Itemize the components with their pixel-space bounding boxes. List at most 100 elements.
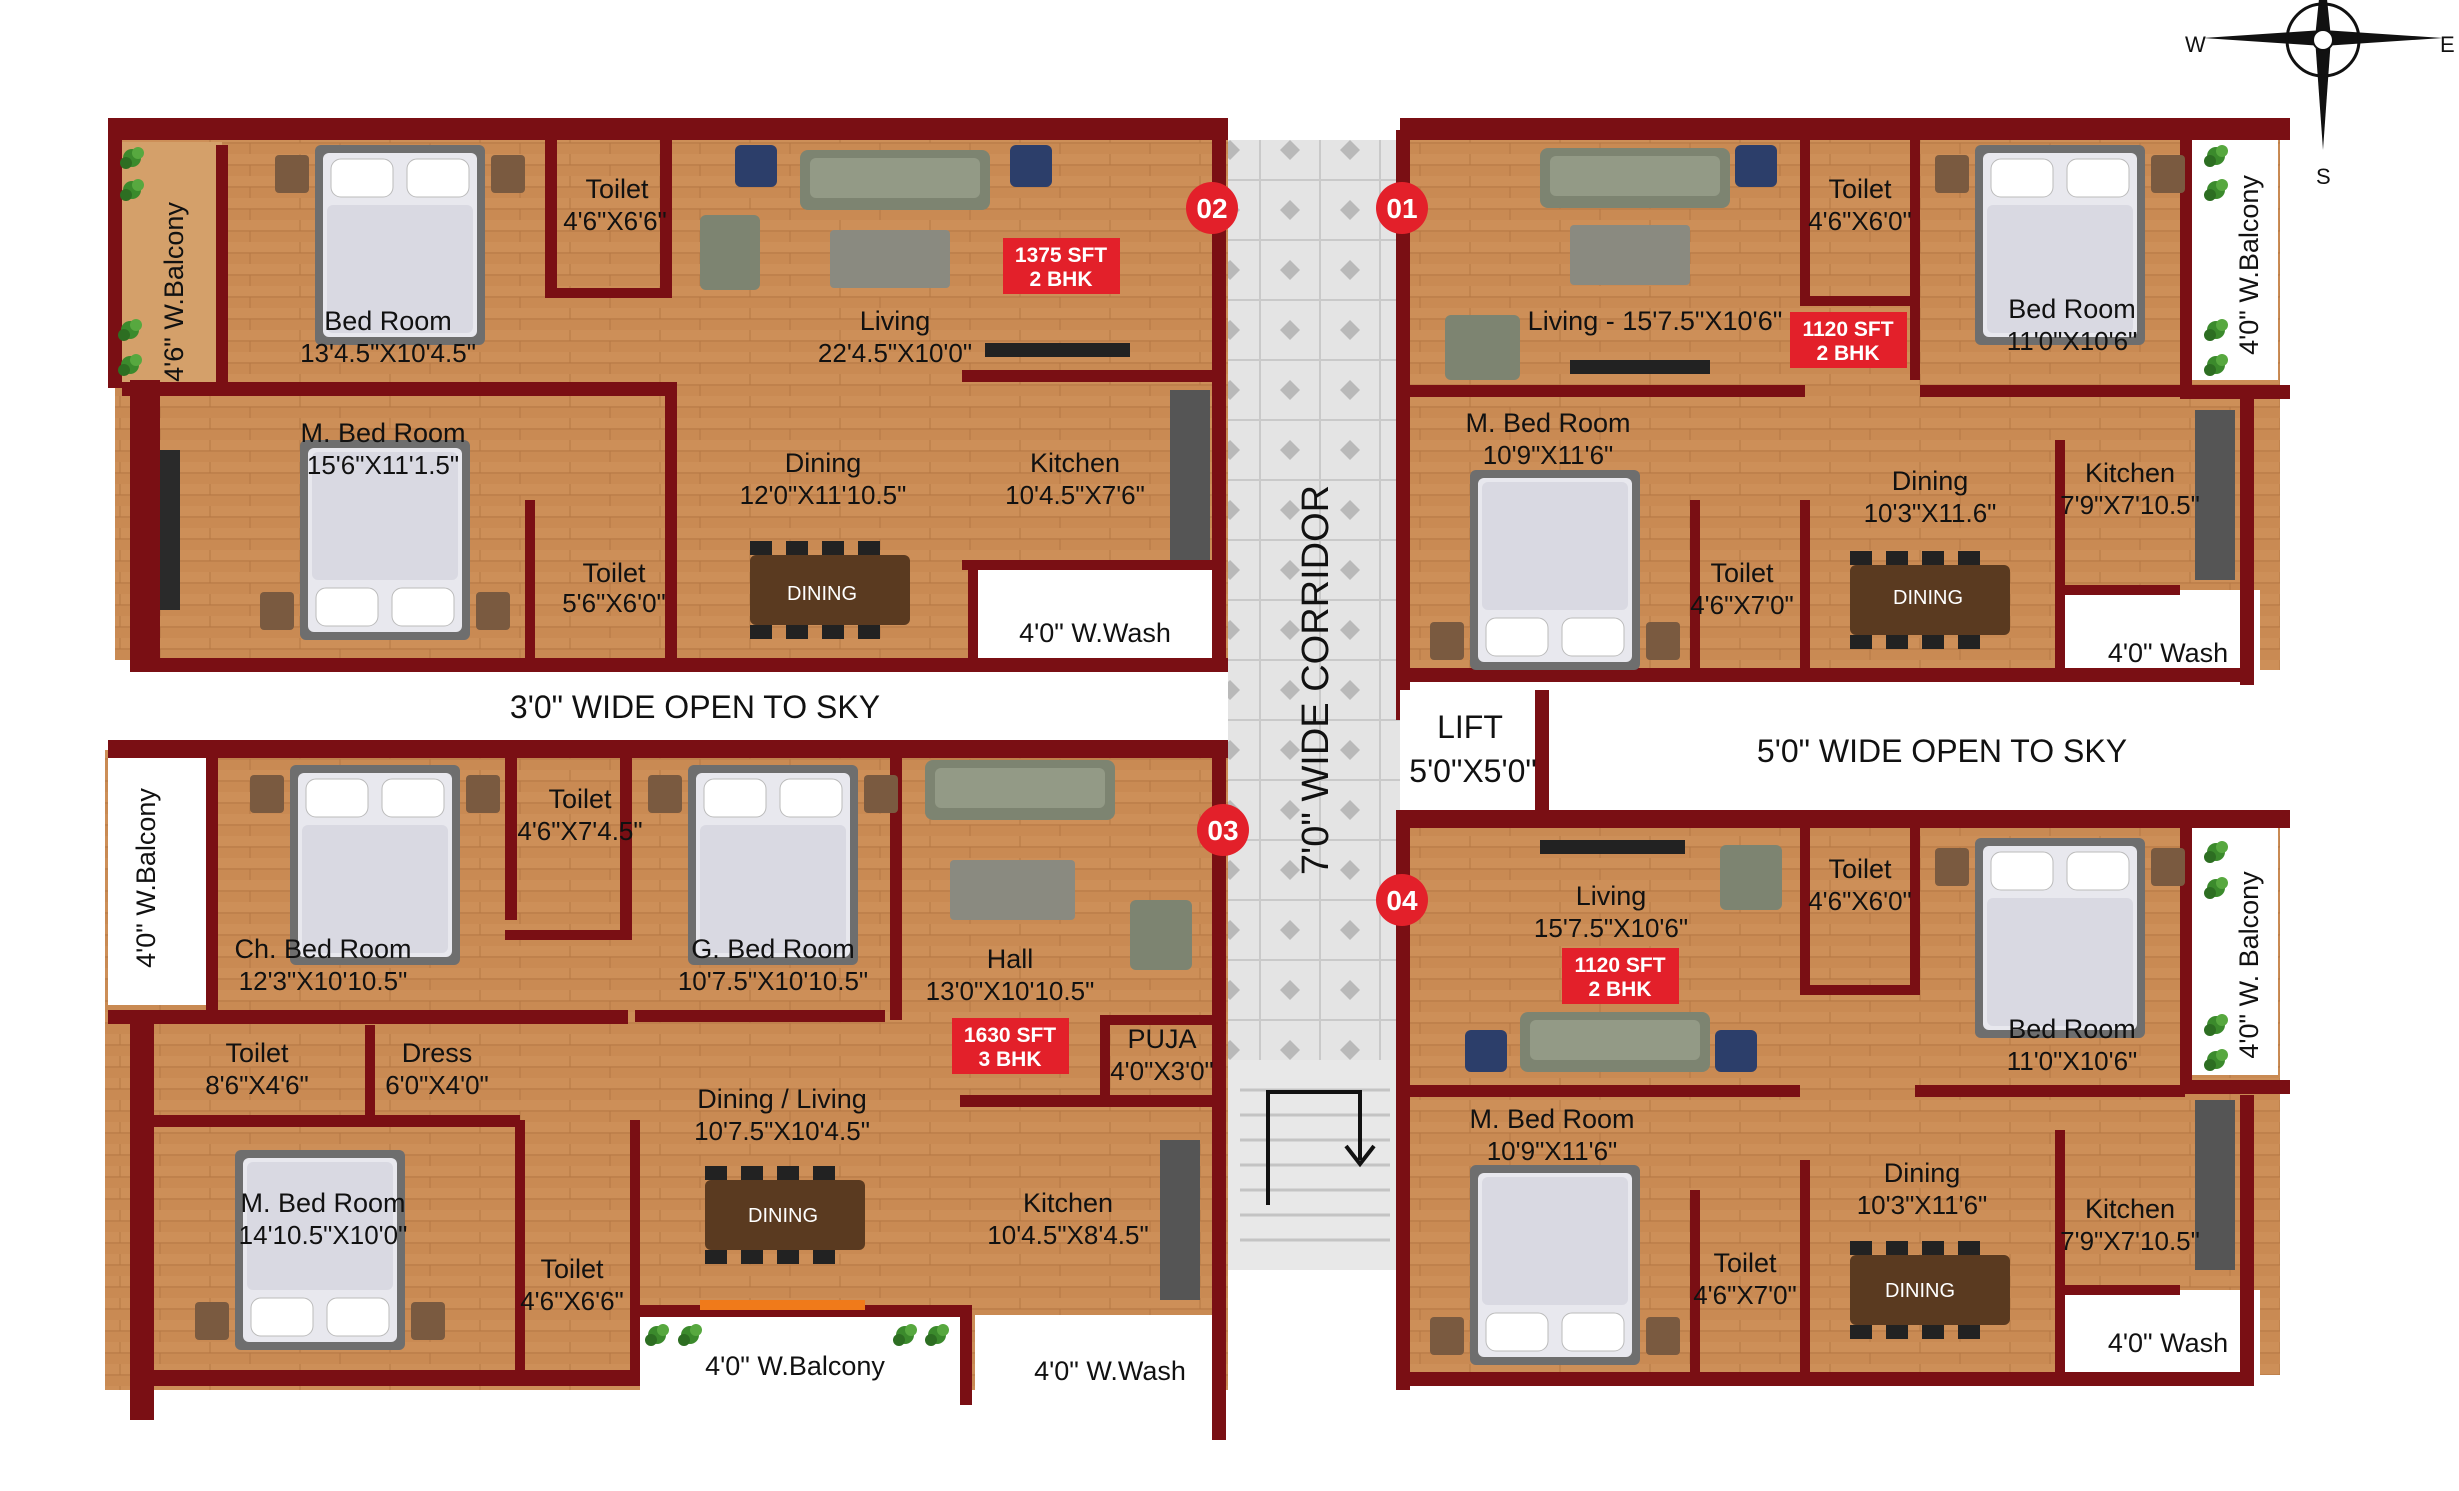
- u01-kitchen-dim: 7'9"X7'10.5": [2060, 490, 2200, 520]
- dining-table-label: DINING: [748, 1205, 818, 1227]
- u04-bed-dim: 11'0"X10'6": [2007, 1046, 2138, 1076]
- dining-table-label: DINING: [1885, 1280, 1955, 1302]
- u03-toilet2-dim: 8'6"X4'6": [205, 1070, 309, 1100]
- svg-text:2 BHK: 2 BHK: [1588, 978, 1651, 1001]
- u02-mbed-name: M. Bed Room: [300, 418, 465, 448]
- u03-balcony-label: 4'0" W.Balcony: [131, 788, 161, 968]
- u03-wash-label: 4'0" W.Wash: [1034, 1356, 1186, 1386]
- u03-chbed-dim: 12'3"X10'10.5": [239, 966, 408, 996]
- u03-dress-name: Dress: [402, 1038, 473, 1068]
- open-to-sky-right: 5'0" WIDE OPEN TO SKY: [1757, 733, 2127, 769]
- u01-kitchen-name: Kitchen: [2085, 458, 2175, 488]
- dining-table-label: DINING: [787, 583, 857, 605]
- u02-wash-label: 4'0" W.Wash: [1019, 618, 1171, 648]
- u03-hall-name: Hall: [987, 944, 1034, 974]
- u01-bed-name: Bed Room: [2008, 294, 2136, 324]
- svg-text:01: 01: [1386, 193, 1417, 224]
- u04-bed-name: Bed Room: [2008, 1014, 2136, 1044]
- svg-text:1375 SFT: 1375 SFT: [1015, 244, 1107, 267]
- u02-living-name: Living: [860, 306, 931, 336]
- u03-dining-dim: 10'7.5"X10'4.5": [694, 1116, 870, 1146]
- u01-dining-name: Dining: [1892, 466, 1969, 496]
- u02-toilet1-name: Toilet: [585, 174, 649, 204]
- open-to-sky-left: 3'0" WIDE OPEN TO SKY: [510, 689, 880, 725]
- u03-puja-dim: 4'0"X3'0": [1110, 1056, 1214, 1086]
- u03-gbed-name: G. Bed Room: [691, 934, 855, 964]
- u01-toilet1-name: Toilet: [1828, 174, 1892, 204]
- u04-mbed-name: M. Bed Room: [1469, 1104, 1634, 1134]
- svg-text:3 BHK: 3 BHK: [978, 1048, 1041, 1071]
- unit-04: [1396, 810, 2290, 1390]
- u03-mbed-name: M. Bed Room: [240, 1188, 405, 1218]
- u03-puja-name: PUJA: [1127, 1024, 1196, 1054]
- u04-living-dim: 15'7.5"X10'6": [1534, 913, 1688, 943]
- u03-balcony2-label: 4'0" W.Balcony: [705, 1351, 885, 1381]
- u02-balcony-label: 4'6" W.Balcony: [159, 202, 189, 382]
- svg-text:04: 04: [1386, 885, 1418, 916]
- unit-02: [108, 118, 1228, 672]
- u04-toilet2-name: Toilet: [1713, 1248, 1777, 1278]
- u04-dining-dim: 10'3"X11'6": [1857, 1190, 1988, 1220]
- svg-text:02: 02: [1196, 193, 1227, 224]
- unit-number-02: 02: [1186, 182, 1238, 234]
- stair-arrow-icon: [1266, 1090, 1376, 1205]
- u01-toilet2-name: Toilet: [1710, 558, 1774, 588]
- u04-toilet1-dim: 4'6"X6'0": [1808, 886, 1912, 916]
- u04-kitchen-name: Kitchen: [2085, 1194, 2175, 1224]
- u01-balcony-label: 4'0" W.Balcony: [2234, 175, 2264, 355]
- u03-chbed-name: Ch. Bed Room: [234, 934, 411, 964]
- compass-west: W: [2185, 32, 2206, 57]
- u03-gbed-dim: 10'7.5"X10'10.5": [678, 966, 868, 996]
- u03-toilet2-name: Toilet: [225, 1038, 289, 1068]
- u02-dining-dim: 12'0"X11'10.5": [740, 480, 907, 510]
- lift: LIFT 5'0"X5'0": [1400, 690, 1549, 810]
- u03-dress-dim: 6'0"X4'0": [385, 1070, 489, 1100]
- u02-toilet2-dim: 5'6"X6'0": [562, 588, 666, 618]
- u04-toilet2-dim: 4'6"X7'0": [1693, 1280, 1797, 1310]
- compass-rose-icon: W E S: [2185, 0, 2455, 189]
- svg-text:2 BHK: 2 BHK: [1029, 268, 1092, 291]
- u02-toilet2-name: Toilet: [582, 558, 646, 588]
- u01-mbed-dim: 10'9"X11'6": [1483, 440, 1614, 470]
- corridor-label: 7'0" WIDE CORRIDOR: [1295, 485, 1337, 875]
- u02-bed-dim: 13'4.5"X10'4.5": [300, 338, 476, 368]
- u02-kitchen-dim: 10'4.5"X7'6": [1005, 480, 1145, 510]
- svg-text:03: 03: [1207, 815, 1238, 846]
- u02-toilet1-dim: 4'6"X6'6": [563, 206, 667, 236]
- svg-text:2 BHK: 2 BHK: [1816, 342, 1879, 365]
- u03-kitchen-name: Kitchen: [1023, 1188, 1113, 1218]
- compass-east: E: [2440, 32, 2455, 57]
- u01-toilet1-dim: 4'6"X6'0": [1808, 206, 1912, 236]
- u02-bed-name: Bed Room: [324, 306, 452, 336]
- u01-dining-dim: 10'3"X11.6": [1864, 498, 1997, 528]
- u04-kitchen-dim: 7'9"X7'10.5": [2060, 1226, 2200, 1256]
- u03-toilet1-dim: 4'6"X7'4.5": [517, 816, 642, 846]
- u01-wash-label: 4'0" Wash: [2108, 638, 2228, 668]
- svg-text:1630 SFT: 1630 SFT: [964, 1024, 1056, 1047]
- u03-toilet3-dim: 4'6"X6'6": [520, 1286, 624, 1316]
- u04-living-name: Living: [1576, 881, 1647, 911]
- u01-bed-dim: 11'0"X10'6": [2007, 326, 2138, 356]
- u03-toilet1-name: Toilet: [548, 784, 612, 814]
- u03-kitchen-dim: 10'4.5"X8'4.5": [987, 1220, 1148, 1250]
- stair-steps: [1240, 1088, 1390, 1242]
- u03-dining-name: Dining / Living: [697, 1084, 867, 1114]
- lift-dim: 5'0"X5'0": [1409, 753, 1536, 789]
- compass-south: S: [2316, 164, 2331, 189]
- u02-living-dim: 22'4.5"X10'0": [818, 338, 972, 368]
- u03-hall-dim: 13'0"X10'10.5": [926, 976, 1095, 1006]
- u01-mbed-name: M. Bed Room: [1465, 408, 1630, 438]
- unit-number-03: 03: [1197, 804, 1249, 856]
- unit-number-04: 04: [1376, 874, 1428, 926]
- u04-wash-label: 4'0" Wash: [2108, 1328, 2228, 1358]
- dining-table-label: DINING: [1893, 587, 1963, 609]
- u04-balcony-label: 4'0" W. Balcony: [2234, 871, 2264, 1059]
- unit-01: [1396, 118, 2290, 720]
- u04-dining-name: Dining: [1884, 1158, 1961, 1188]
- u03-mbed-dim: 14'10.5"X10'0": [239, 1220, 408, 1250]
- svg-text:1120 SFT: 1120 SFT: [1802, 318, 1893, 341]
